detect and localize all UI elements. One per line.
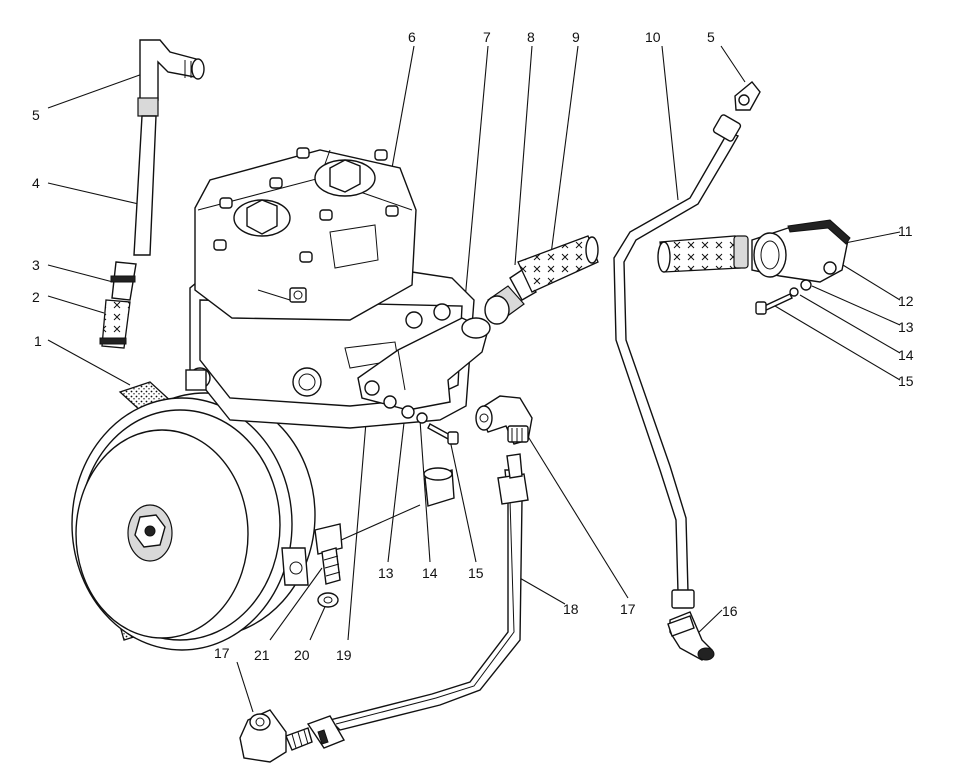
- callout-18: 18: [563, 601, 579, 617]
- callout-11: 11: [898, 223, 913, 239]
- callout-9: 9: [572, 29, 580, 45]
- bolt-set-center: [401, 405, 459, 507]
- callout-20: 20: [294, 647, 310, 663]
- bolt-washer-20-21: [314, 523, 343, 608]
- callout-15: 15: [898, 373, 914, 389]
- callout-1: 1: [34, 333, 42, 349]
- tube-parts-2-5: [99, 39, 205, 349]
- callout-2: 2: [32, 289, 40, 305]
- callout-19: 19: [336, 647, 352, 663]
- callout-5: 5: [32, 107, 40, 123]
- callout-labels: 1 2 3 4 5 6 7 8 9 10 5 11 12 13 14 15 13…: [32, 29, 914, 663]
- elbow-17-upper: [475, 395, 533, 445]
- callout-13b: 13: [378, 565, 394, 581]
- pulley-assembly: [71, 381, 316, 651]
- callout-8: 8: [527, 29, 535, 45]
- hose-flange-11-12: [657, 219, 851, 283]
- callout-7: 7: [483, 29, 491, 45]
- callout-13: 13: [898, 319, 914, 335]
- callout-5b: 5: [707, 29, 715, 45]
- callout-12: 12: [898, 293, 914, 309]
- callout-21: 21: [254, 647, 270, 663]
- callout-17: 17: [214, 645, 230, 661]
- callout-3: 3: [32, 257, 40, 273]
- callout-4: 4: [32, 175, 40, 191]
- pipe-10: [613, 81, 761, 661]
- callout-15b: 15: [468, 565, 484, 581]
- hose-8-9: [484, 235, 599, 325]
- callout-16: 16: [722, 603, 738, 619]
- leader-lines: [47, 45, 901, 713]
- callout-14: 14: [898, 347, 914, 363]
- callout-10: 10: [645, 29, 661, 45]
- callout-17b: 17: [620, 601, 636, 617]
- bolt-set-right: [755, 279, 812, 315]
- outlet-pipe: [357, 317, 491, 411]
- tube-18: [239, 453, 529, 763]
- callout-14b: 14: [422, 565, 438, 581]
- callout-6: 6: [408, 29, 416, 45]
